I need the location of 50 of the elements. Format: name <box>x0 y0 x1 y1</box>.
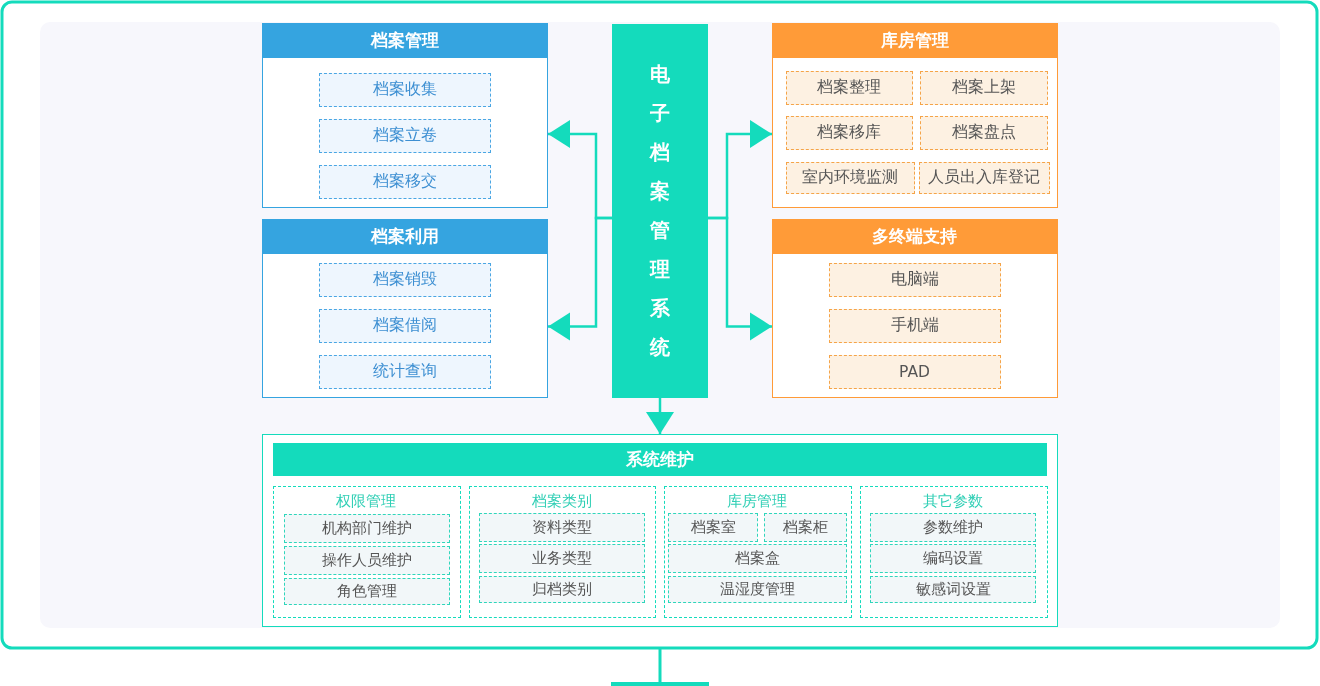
function-box: 档案收集 <box>318 72 491 107</box>
group-title: 档案类别 <box>530 491 593 512</box>
group-title: 其它参数 <box>922 491 984 512</box>
function-box: 温湿度管理 <box>668 576 847 603</box>
module-panel <box>772 219 1058 398</box>
function-box: 档案借阅 <box>318 308 491 343</box>
function-box: 手机端 <box>828 308 1001 343</box>
module-panel <box>262 23 548 208</box>
function-box: 档案室 <box>668 513 758 542</box>
function-box: 档案立卷 <box>318 118 491 153</box>
arrow <box>646 398 674 434</box>
panel-header: 档案利用 <box>261 218 548 254</box>
panel-header: 库房管理 <box>771 22 1058 58</box>
function-box: 档案盒 <box>668 544 847 573</box>
system-box: 电子档案管理系统 <box>612 24 708 398</box>
function-box: 档案移交 <box>318 164 491 199</box>
panel-header: 多终端支持 <box>771 218 1058 254</box>
function-box: 档案上架 <box>919 70 1048 105</box>
module-panel <box>262 434 1058 627</box>
function-box: 档案柜 <box>764 513 847 542</box>
function-box: 档案移库 <box>785 115 913 150</box>
function-box: 档案整理 <box>785 70 913 105</box>
function-box: 业务类型 <box>479 544 645 573</box>
arrow <box>548 216 612 341</box>
function-box: 操作人员维护 <box>284 546 450 575</box>
function-box: 室内环境监测 <box>785 161 915 194</box>
function-box: PAD <box>828 354 1001 389</box>
function-box: 电脑端 <box>828 262 1001 297</box>
group-title: 库房管理 <box>726 491 788 512</box>
function-box: 参数维护 <box>870 513 1036 542</box>
group-box <box>468 485 656 618</box>
function-box: 资料类型 <box>479 513 645 542</box>
function-box: 统计查询 <box>318 354 491 389</box>
module-panel <box>262 219 548 398</box>
panel-header: 档案管理 <box>261 22 548 58</box>
function-box: 人员出入库登记 <box>918 161 1050 194</box>
group-title: 权限管理 <box>335 491 397 512</box>
arrow <box>708 216 772 341</box>
function-box: 档案销毁 <box>318 262 491 297</box>
function-box: 机构部门维护 <box>284 514 450 543</box>
function-box: 档案盘点 <box>919 115 1048 150</box>
title-bar: 系统维护 <box>272 442 1047 476</box>
function-box: 归档类别 <box>479 576 645 603</box>
group-box <box>663 485 852 618</box>
module-panel <box>772 23 1058 208</box>
group-box <box>859 485 1048 618</box>
function-box: 敏感词设置 <box>870 576 1036 603</box>
group-box <box>272 485 461 618</box>
function-box: 角色管理 <box>284 578 450 605</box>
function-box: 编码设置 <box>870 544 1036 573</box>
